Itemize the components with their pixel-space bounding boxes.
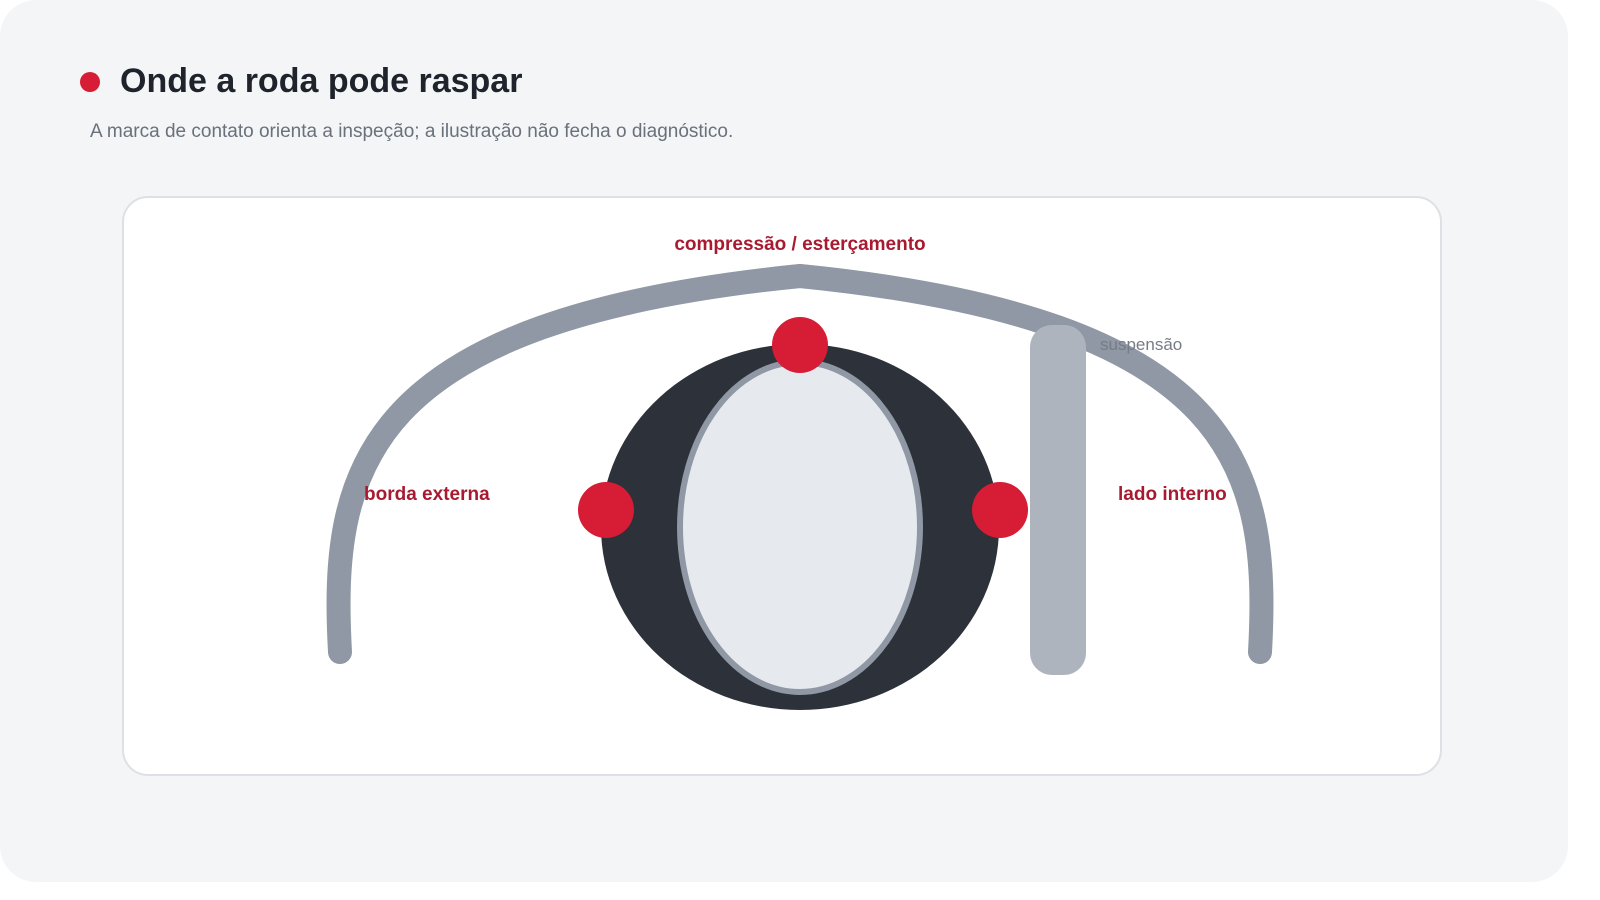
page-subtitle: A marca de contato orienta a inspeção; a…: [90, 121, 734, 142]
contact-point-right: [972, 482, 1028, 538]
contact-point-left: [578, 482, 634, 538]
label-outer-edge: borda externa: [364, 484, 490, 505]
label-inner-side: lado interno: [1118, 484, 1227, 505]
label-suspension: suspensão: [1100, 335, 1182, 354]
suspension-strut: [1030, 325, 1086, 675]
page-title: Onde a roda pode raspar: [120, 62, 523, 100]
wheel-arch: [326, 263, 1274, 664]
contact-point-top: [772, 317, 828, 373]
wheel-rim: [677, 359, 923, 695]
label-top-compression: compressão / esterçamento: [674, 234, 925, 255]
title-bullet-dot: [80, 72, 100, 92]
